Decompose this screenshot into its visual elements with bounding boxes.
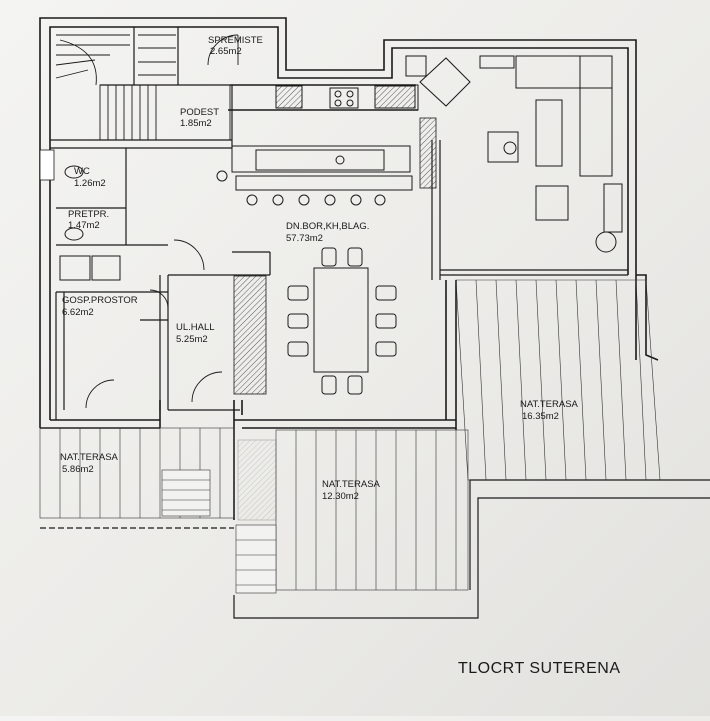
room-area-terasa-left: 5.86m2 [62,464,94,475]
room-name-terasa-right: NAT.TERASA [520,399,579,410]
site-outline [40,479,710,619]
drawing-title: TLOCRT SUTERENA [458,660,621,677]
hatched-walls [39,117,437,521]
room-area-spremiste: 2.65m2 [210,46,242,57]
room-area-terasa-middle: 12.30m2 [322,491,359,502]
door-swings [85,34,239,409]
staircase [55,34,231,141]
room-name-terasa-left: NAT.TERASA [60,452,119,463]
room-name-pretpr: PRETPR. [68,209,109,220]
room-name-gosp-prostor: GOSP.PROSTOR [62,295,138,306]
room-name-ul-hall: UL.HALL [176,322,215,333]
room-area-ul-hall: 5.25m2 [176,334,208,345]
room-labels: SPREMISTE 2.65m2 PODEST 1.85m2 WC 1.26m2… [60,35,621,677]
room-name-dn-bor: DN.BOR,KH,BLAG. [286,221,369,232]
room-area-pretpr: 1.47m2 [68,220,100,231]
outer-walls [39,17,659,520]
room-area-wc: 1.26m2 [74,178,106,189]
dining-table [287,247,397,395]
room-name-spremiste: SPREMISTE [208,35,263,46]
bath-fixtures [59,165,121,281]
room-area-podest: 1.85m2 [180,118,212,129]
room-name-podest: PODEST [180,107,219,118]
lounge-furniture [405,55,623,253]
room-name-wc: WC [74,166,90,177]
room-name-terasa-middle: NAT.TERASA [322,479,381,490]
kitchen-counter [216,84,419,206]
terrace-planks [39,279,661,594]
room-area-dn-bor: 57.73m2 [286,233,323,244]
room-area-terasa-right: 16.35m2 [522,411,559,422]
room-area-gosp-prostor: 6.62m2 [62,307,94,318]
